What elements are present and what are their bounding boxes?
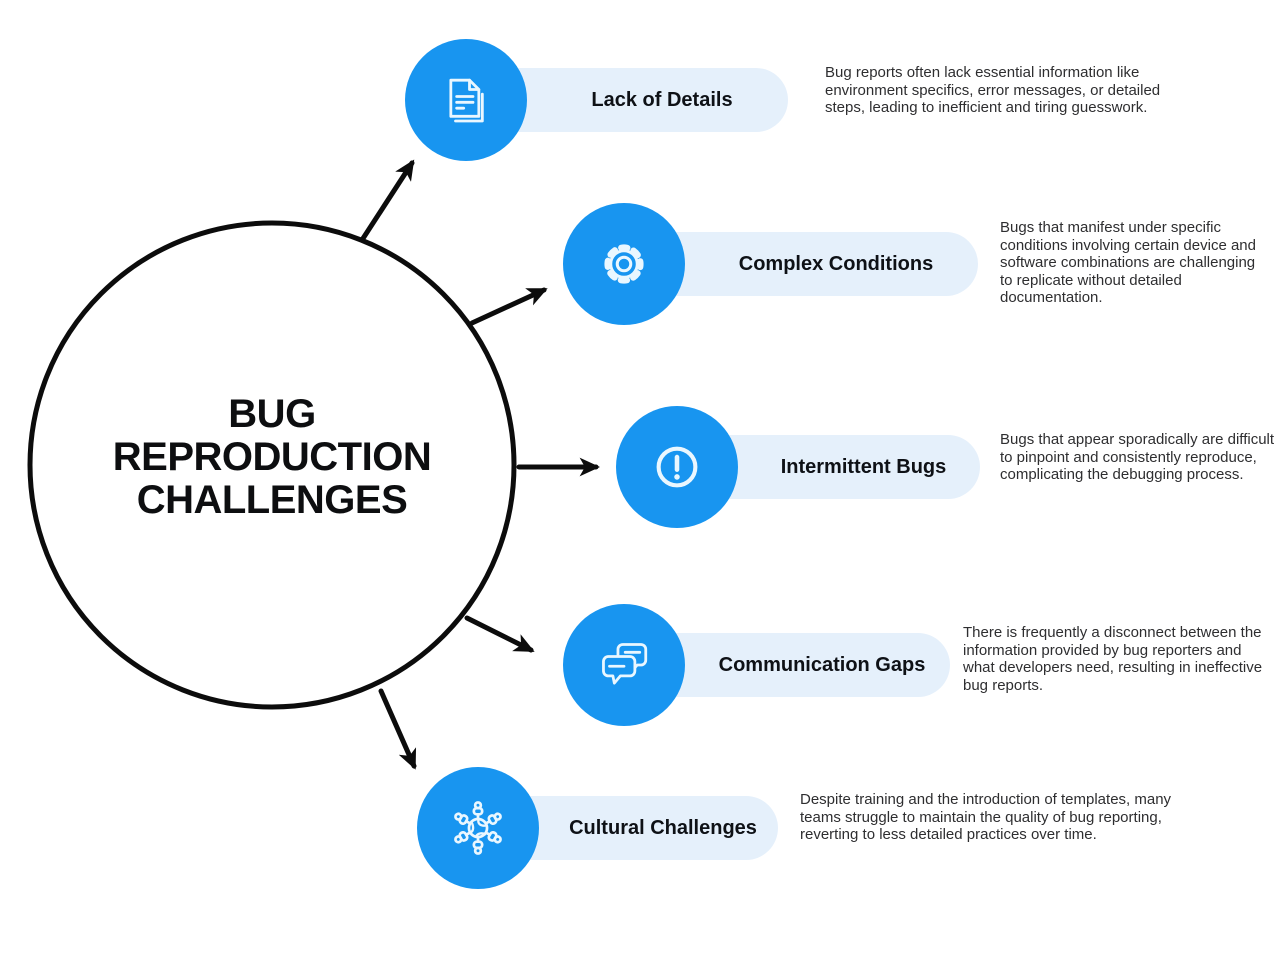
item-icon-badge <box>563 604 685 726</box>
item-label: Lack of Details <box>591 88 733 111</box>
item-description: Bugs that appear sporadically are diffic… <box>1000 431 1275 484</box>
document-icon <box>438 72 494 128</box>
item-label: Communication Gaps <box>718 653 926 676</box>
connector-arrow <box>359 159 415 243</box>
item-description: Bug reports often lack essential informa… <box>825 64 1161 117</box>
connector-arrow <box>469 287 548 326</box>
globe-people-icon <box>447 797 509 859</box>
chat-bubbles-icon <box>595 636 653 694</box>
item-label: Cultural Challenges <box>569 816 757 839</box>
alert-icon <box>648 438 706 496</box>
connector-arrow <box>464 615 535 653</box>
item-icon-badge <box>417 767 539 889</box>
item-label: Complex Conditions <box>738 252 934 275</box>
item-icon-badge <box>616 406 738 528</box>
item-description: There is frequently a disconnect between… <box>963 624 1263 694</box>
item-icon-badge <box>405 39 527 161</box>
gear-icon <box>595 235 653 293</box>
connector-arrow <box>378 688 417 770</box>
item-description: Bugs that manifest under specific condit… <box>1000 219 1256 307</box>
item-description: Despite training and the introduction of… <box>800 791 1172 844</box>
central-title: BUG REPRODUCTION CHALLENGES <box>112 392 432 522</box>
item-icon-badge <box>563 203 685 325</box>
item-label: Intermittent Bugs <box>780 455 947 478</box>
